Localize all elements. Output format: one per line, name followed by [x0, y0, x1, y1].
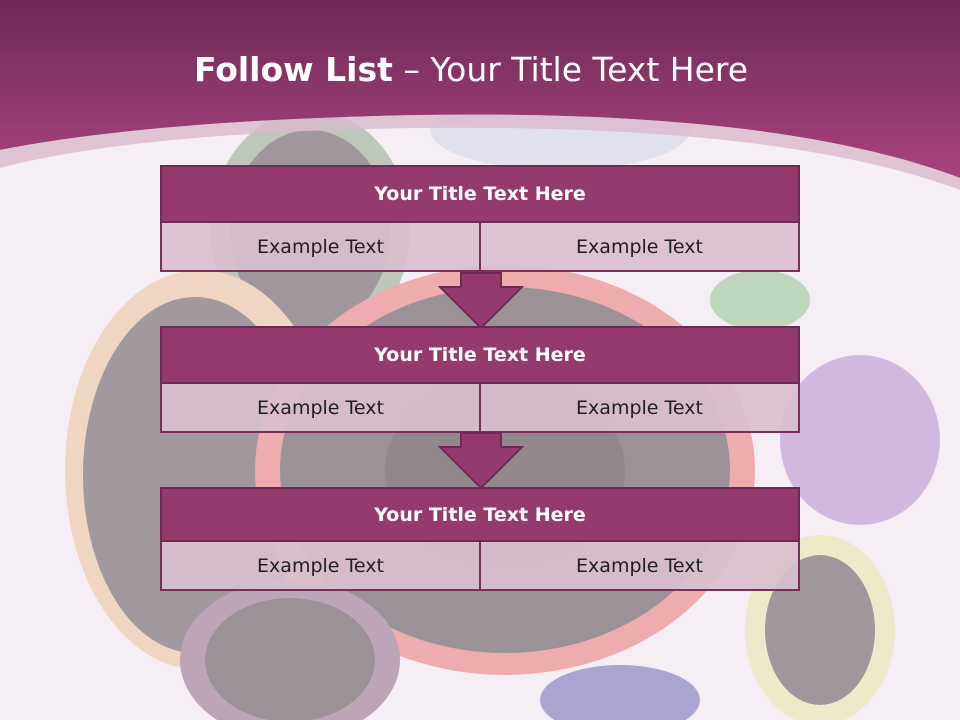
- block-cell-left: Example Text: [160, 542, 481, 591]
- block-cell-left: Example Text: [160, 223, 481, 272]
- slide-title: Follow List – Your Title Text Here: [0, 50, 942, 89]
- block-cell-right: Example Text: [481, 542, 800, 591]
- block-cell-left: Example Text: [160, 384, 481, 433]
- block-title: Your Title Text Here: [160, 165, 800, 223]
- list-block-1: Your Title Text Here Example Text Exampl…: [160, 165, 800, 272]
- block-row: Example Text Example Text: [160, 223, 800, 272]
- block-cell-right: Example Text: [481, 223, 800, 272]
- block-row: Example Text Example Text: [160, 542, 800, 591]
- slide-title-bold: Follow List: [193, 50, 393, 89]
- header-band: [0, 0, 960, 190]
- list-block-2: Your Title Text Here Example Text Exampl…: [160, 326, 800, 433]
- down-arrow-icon: [438, 432, 524, 490]
- slide-title-rest: – Your Title Text Here: [392, 50, 749, 89]
- block-title: Your Title Text Here: [160, 326, 800, 384]
- block-title: Your Title Text Here: [160, 487, 800, 542]
- down-arrow-icon: [438, 272, 524, 330]
- block-cell-right: Example Text: [481, 384, 800, 433]
- list-block-3: Your Title Text Here Example Text Exampl…: [160, 487, 800, 591]
- block-row: Example Text Example Text: [160, 384, 800, 433]
